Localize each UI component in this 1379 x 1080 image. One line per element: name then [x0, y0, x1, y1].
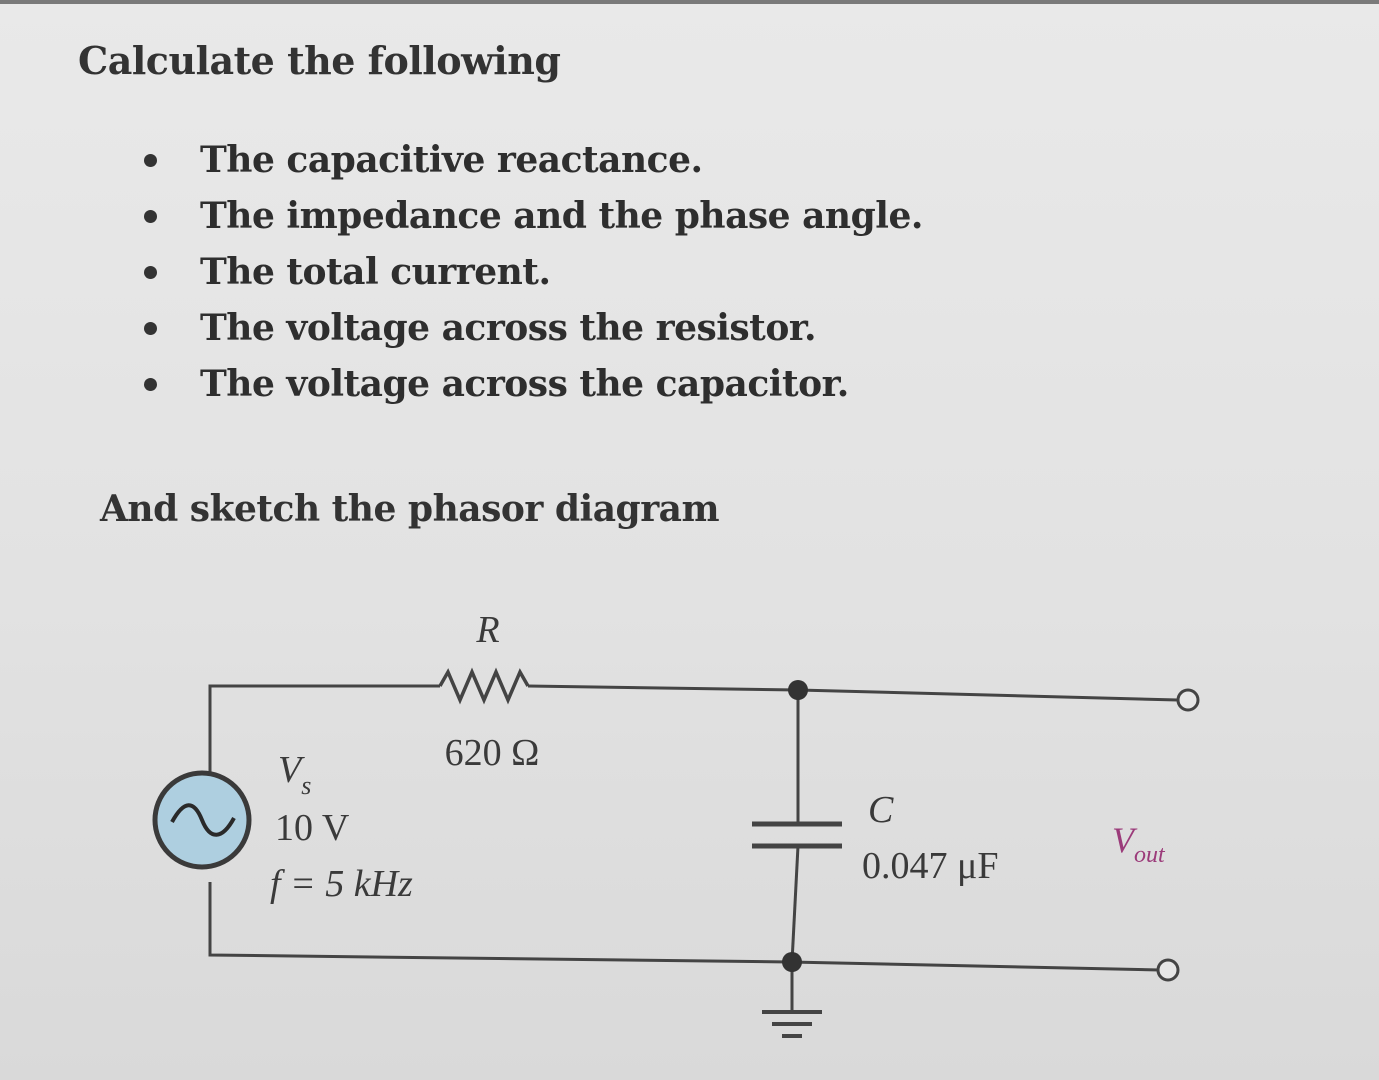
capacitor-value: 0.047 μF [862, 845, 999, 887]
bullet-icon [144, 210, 157, 223]
task-item: The voltage across the resistor. [140, 300, 923, 356]
task-item: The capacitive reactance. [140, 132, 923, 188]
capacitor-symbol: C [868, 789, 894, 831]
page-heading: Calculate the following [78, 38, 561, 83]
output-terminal-bottom [1156, 958, 1180, 982]
bullet-icon [144, 154, 157, 167]
resistor-value: 620 Ω [445, 732, 540, 774]
source-frequency: f = 5 kHz [270, 863, 413, 905]
task-text: The voltage across the resistor. [200, 307, 817, 349]
sine-wave-icon [170, 803, 236, 837]
wire-top-right [527, 684, 1179, 702]
circuit-wires [208, 667, 1179, 1010]
ground-icon [762, 1010, 822, 1038]
wire-bottom [208, 882, 1161, 972]
bullet-icon [144, 322, 157, 335]
output-terminal-top [1176, 688, 1200, 712]
task-text: The voltage across the capacitor. [200, 363, 849, 405]
junction-dot-top [788, 680, 808, 700]
task-text: The capacitive reactance. [200, 139, 703, 181]
task-item: The total current. [140, 244, 923, 300]
capacitor-lead-bottom [790, 845, 800, 963]
output-symbol-letter: V [1112, 820, 1138, 860]
bullet-icon [144, 266, 157, 279]
capacitor-icon [752, 821, 842, 849]
task-list: The capacitive reactance. The impedance … [140, 132, 923, 412]
source-symbol-letter: V [278, 749, 305, 791]
output-symbol-subscript: out [1134, 842, 1166, 868]
top-border [0, 0, 1379, 4]
output-voltage-label: Vout [1112, 820, 1166, 868]
phasor-instruction: And sketch the phasor diagram [100, 488, 720, 530]
junction-dot-bottom [782, 952, 802, 972]
source-voltage: 10 V [275, 807, 350, 849]
resistor-symbol: R [475, 609, 499, 651]
bullet-icon [144, 378, 157, 391]
source-symbol-subscript: s [301, 771, 311, 800]
task-item: The impedance and the phase angle. [140, 188, 923, 244]
resistor-icon [438, 667, 530, 705]
source-symbol: Vs [278, 749, 311, 800]
task-item: The voltage across the capacitor. [140, 356, 923, 412]
task-text: The total current. [200, 251, 551, 293]
task-text: The impedance and the phase angle. [200, 195, 923, 237]
